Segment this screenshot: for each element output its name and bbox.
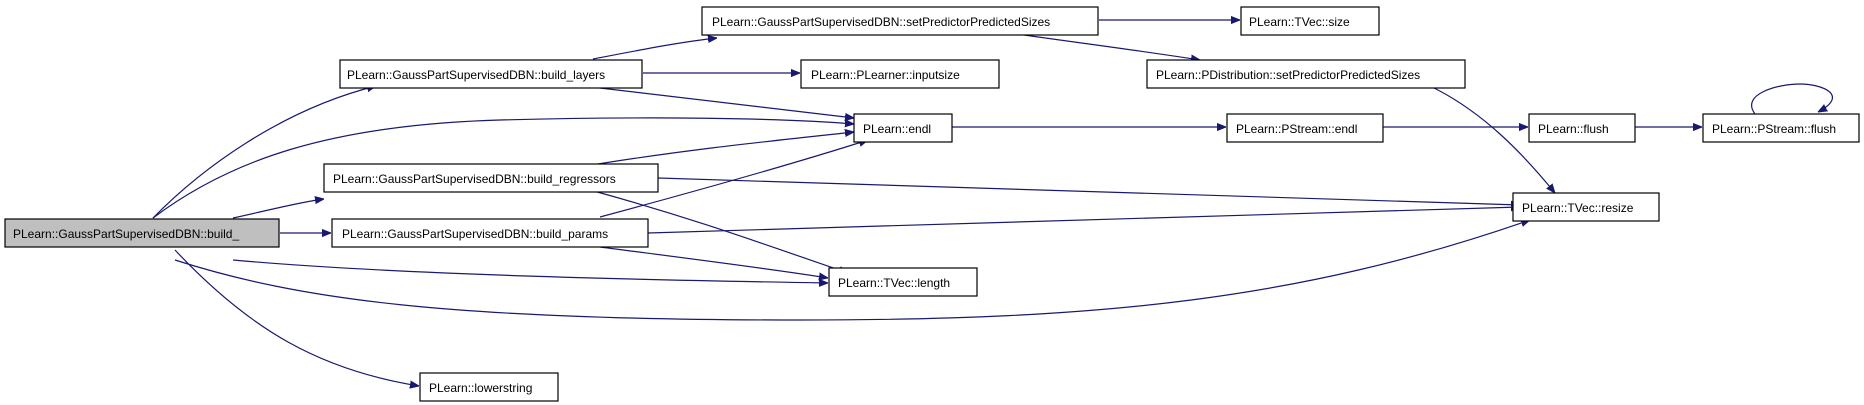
edge-build_-to-endl: [152, 117, 854, 219]
edges: [152, 20, 1833, 386]
node-tvec_size[interactable]: PLearn::TVec::size: [1240, 6, 1380, 36]
edge-build_-to-tvec_length: [232, 259, 828, 283]
node-lowerstring[interactable]: PLearn::lowerstring: [419, 372, 559, 402]
node-pstream_flush-label: PLearn::PStream::flush: [1712, 122, 1836, 136]
node-tvec_resize[interactable]: PLearn::TVec::resize: [1512, 192, 1660, 222]
node-flush-label: PLearn::flush: [1538, 122, 1609, 136]
node-build_params[interactable]: PLearn::GaussPartSupervisedDBN::build_pa…: [331, 218, 649, 248]
edge-build_regressors-to-tvec_length: [589, 189, 848, 273]
node-build_regressors[interactable]: PLearn::GaussPartSupervisedDBN::build_re…: [323, 163, 659, 193]
edge-setPredictorPredictedSizes_dbn-to-setPredictorPredictedSizes_dist: [1009, 32, 1200, 60]
node-setPredictorPredictedSizes_dist-label: PLearn::PDistribution::setPredictorPredi…: [1156, 68, 1420, 82]
node-tvec_size-label: PLearn::TVec::size: [1249, 15, 1350, 29]
edge-build_layers-to-setPredictorPredictedSizes_dbn: [592, 38, 717, 60]
node-setPredictorPredictedSizes_dist[interactable]: PLearn::PDistribution::setPredictorPredi…: [1146, 59, 1466, 89]
node-pstream_endl-label: PLearn::PStream::endl: [1236, 122, 1357, 136]
node-lowerstring-label: PLearn::lowerstring: [429, 381, 532, 395]
node-build_params-label: PLearn::GaussPartSupervisedDBN::build_pa…: [342, 227, 608, 241]
edge-build_-to-build_layers: [152, 86, 376, 219]
edge-build_-to-build_regressors: [232, 199, 324, 219]
node-endl[interactable]: PLearn::endl: [853, 113, 953, 143]
edge-build_params-to-tvec_resize: [647, 207, 1520, 234]
node-build_[interactable]: PLearn::GaussPartSupervisedDBN::build_: [4, 218, 280, 248]
edge-setPredictorPredictedSizes_dist-to-tvec_resize: [1429, 85, 1555, 193]
edge-pstream_flush-self: [1751, 83, 1833, 115]
node-flush[interactable]: PLearn::flush: [1528, 113, 1636, 143]
nodes: PLearn::GaussPartSupervisedDBN::build_ P…: [4, 6, 1860, 402]
node-tvec_length-label: PLearn::TVec::length: [838, 276, 950, 290]
node-inputsize[interactable]: PLearn::PLearner::inputsize: [800, 59, 1000, 89]
edge-build_params-to-tvec_length: [599, 246, 828, 278]
edge-build_params-to-endl: [599, 140, 868, 218]
edge-build_regressors-to-tvec_resize: [657, 177, 1520, 205]
node-tvec_length[interactable]: PLearn::TVec::length: [828, 267, 978, 297]
node-pstream_endl[interactable]: PLearn::PStream::endl: [1226, 113, 1384, 143]
edge-build_-to-lowerstring: [174, 249, 419, 386]
node-build_regressors-label: PLearn::GaussPartSupervisedDBN::build_re…: [333, 172, 616, 186]
node-build_layers[interactable]: PLearn::GaussPartSupervisedDBN::build_la…: [339, 59, 643, 89]
node-pstream_flush[interactable]: PLearn::PStream::flush: [1702, 113, 1860, 143]
edge-build_regressors-to-endl: [579, 132, 854, 168]
node-endl-label: PLearn::endl: [863, 122, 931, 136]
node-setPredictorPredictedSizes_dbn-label: PLearn::GaussPartSupervisedDBN::setPredi…: [712, 15, 1050, 29]
node-build_layers-label: PLearn::GaussPartSupervisedDBN::build_la…: [347, 68, 605, 82]
node-tvec_resize-label: PLearn::TVec::resize: [1522, 201, 1634, 215]
node-inputsize-label: PLearn::PLearner::inputsize: [811, 68, 960, 82]
node-build_-label: PLearn::GaussPartSupervisedDBN::build_: [13, 227, 239, 241]
edge-build_layers-to-endl: [582, 85, 854, 118]
edge-build_-to-tvec_resize: [174, 220, 1530, 321]
node-setPredictorPredictedSizes_dbn[interactable]: PLearn::GaussPartSupervisedDBN::setPredi…: [701, 6, 1099, 36]
